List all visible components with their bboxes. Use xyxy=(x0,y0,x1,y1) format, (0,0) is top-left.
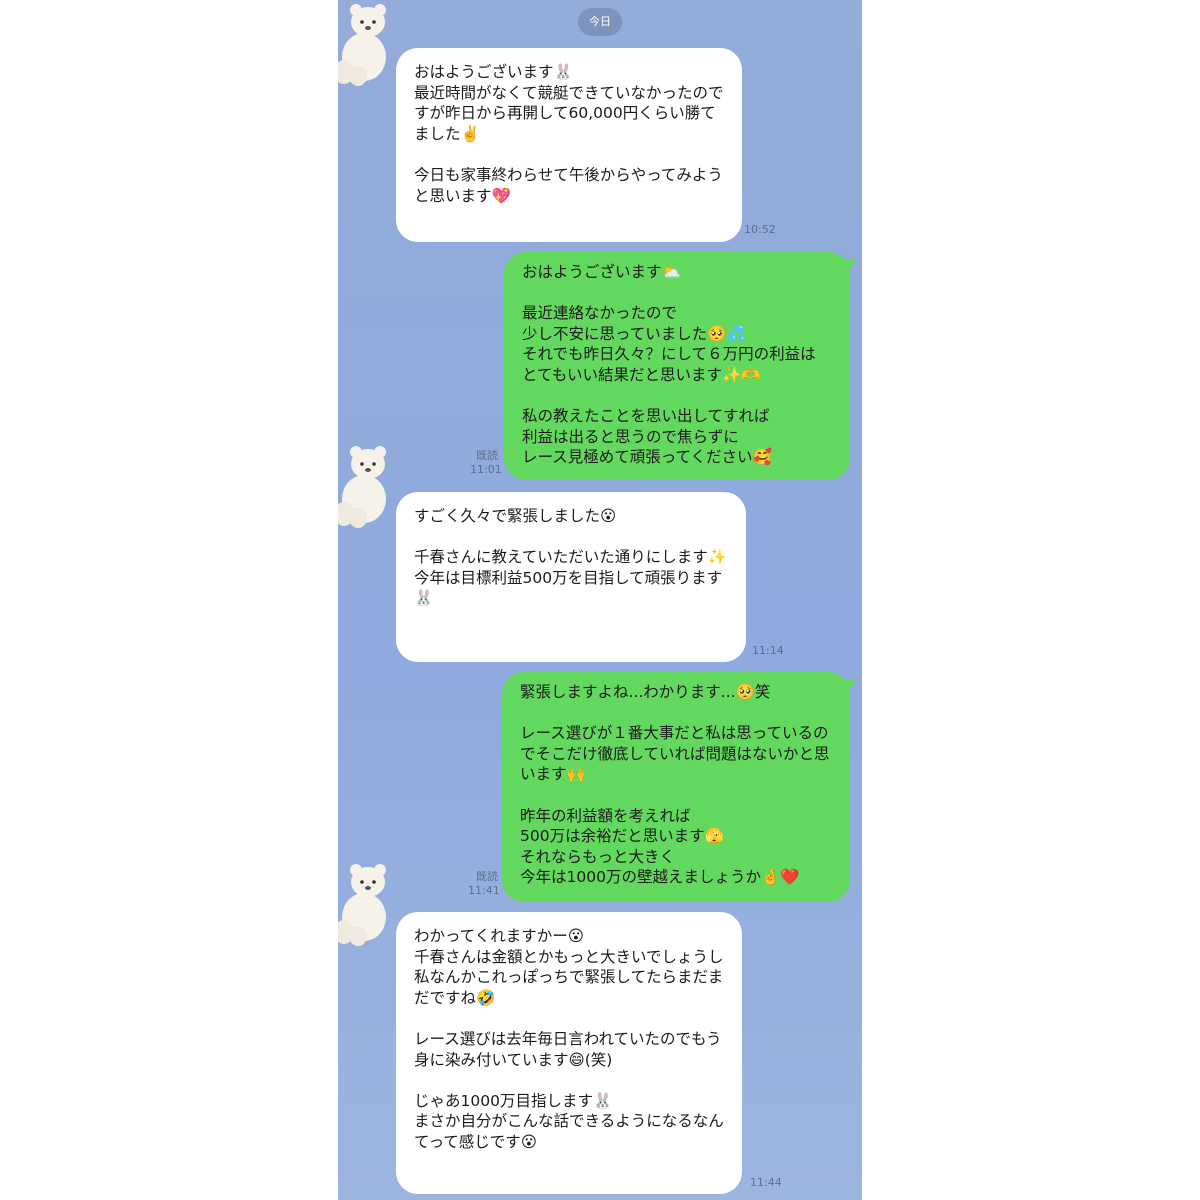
message-meta: 既読 11:41 xyxy=(468,870,500,898)
message-bubble-incoming[interactable]: おはようございます🐰 最近時間がなくて競艇できていなかったのですが昨日から再開し… xyxy=(396,48,742,242)
bear-avatar-icon[interactable] xyxy=(338,444,398,528)
message-time: 11:44 xyxy=(750,1176,782,1189)
date-separator: 今日 xyxy=(578,8,622,36)
read-receipt: 既読 xyxy=(476,870,498,883)
chat-area[interactable]: 今日 おはようございます🐰 最近時間がなくて競艇できていなかったのですが昨日から… xyxy=(338,0,862,1200)
read-receipt: 既読 xyxy=(476,449,498,462)
message-bubble-outgoing[interactable]: 緊張しますよね...わかります...🥺笑 レース選びが１番大事だと私は思っている… xyxy=(502,672,850,902)
bear-avatar-icon[interactable] xyxy=(338,2,398,86)
message-time: 11:14 xyxy=(752,644,784,657)
message-time: 11:01 xyxy=(470,463,502,476)
message-bubble-incoming[interactable]: すごく久々で緊張しました😮 千春さんに教えていただいた通りにします✨ 今年は目標… xyxy=(396,492,746,662)
message-meta: 既読 11:01 xyxy=(470,449,502,477)
message-bubble-incoming[interactable]: わかってくれますかー😮 千春さんは金額とかもっと大きいでしょうし私なんかこれっぽ… xyxy=(396,912,742,1194)
message-bubble-outgoing[interactable]: おはようございます⛅ 最近連絡なかったので 少し不安に思っていました🥺💦 それで… xyxy=(504,252,850,480)
message-time: 11:41 xyxy=(468,884,500,897)
message-time: 10:52 xyxy=(744,223,776,236)
bear-avatar-icon[interactable] xyxy=(338,862,398,946)
